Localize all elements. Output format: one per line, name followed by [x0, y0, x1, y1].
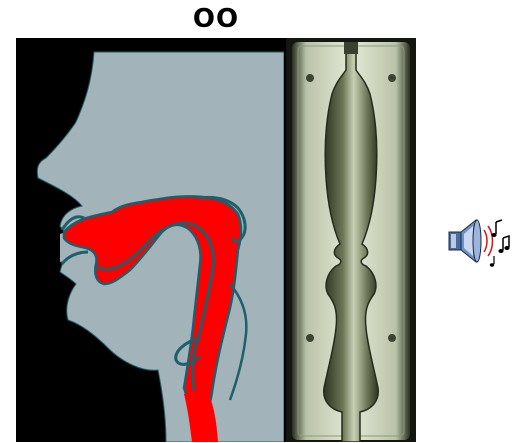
mount-hole	[306, 74, 314, 82]
mount-hole	[388, 74, 396, 82]
mount-hole	[306, 334, 314, 342]
vowel-title: OO	[0, 2, 432, 36]
resonator-model-photo	[286, 38, 416, 442]
vocal-tract-diagram	[16, 38, 284, 442]
vowel-figure	[16, 38, 416, 442]
speaker-sound-icon[interactable]	[446, 212, 512, 270]
mount-hole	[388, 334, 396, 342]
